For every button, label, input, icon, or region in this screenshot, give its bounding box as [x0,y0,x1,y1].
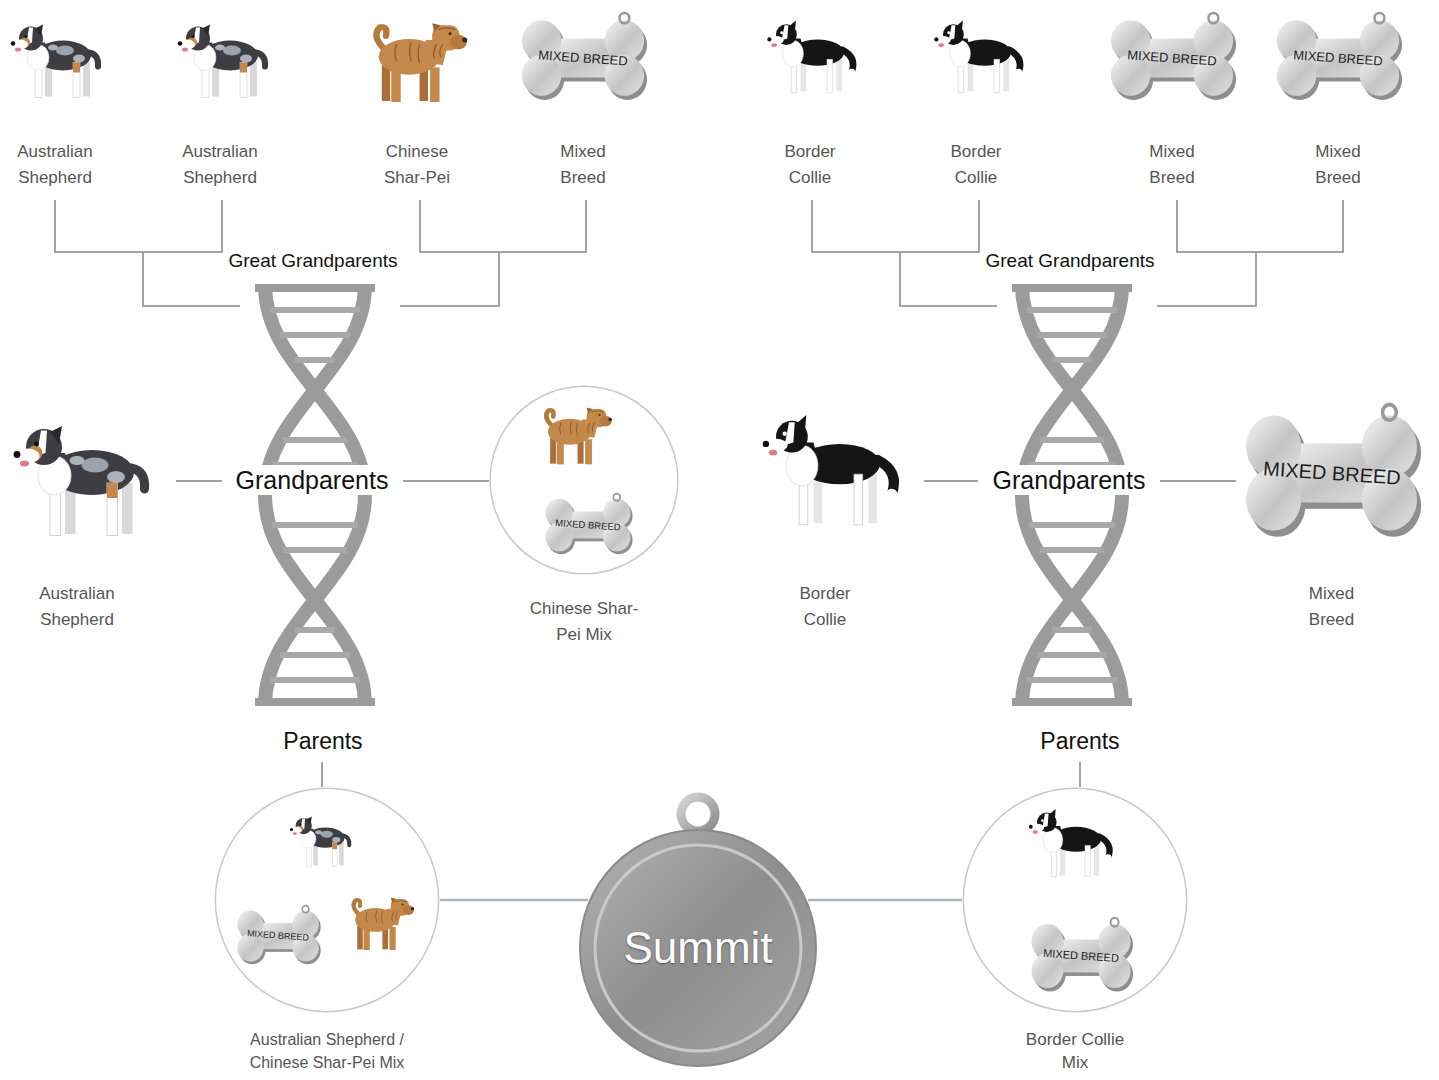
breed-label: Australian Shepherd [27,581,127,633]
tag-name: Summit [623,926,772,970]
generation-label: Parents [277,728,368,756]
bone-tag: MIXED BREEDMixed Breed [1235,403,1428,543]
dna-helix [255,285,375,705]
generation-label: Grandparents [230,465,395,495]
breed-label: Mixed Breed [1287,581,1377,633]
generation-label: Parents [1034,728,1125,756]
generation-label: Great Grandparents [223,250,404,273]
dog-pictures [11,21,1112,951]
connector-line [440,899,588,902]
bone-tag: MIXED BREED [1025,917,1137,995]
tree-lines [55,200,1343,787]
breed-label: Border Collie [785,581,865,633]
breed-label: Border Collie Mix [1025,1028,1125,1074]
breed-label: Border Collie [936,139,1016,191]
breed-label: Chinese Shar-Pei Mix [528,596,640,648]
group-circle: Border Collie MixMIXED BREED [962,787,1188,1013]
generation-label: Grandparents [987,465,1152,495]
circle-outline [214,787,440,1013]
dna-helix [1012,285,1132,705]
breed-label: Australian Shepherd [170,139,270,191]
group-circle: Chinese Shar-Pei MixMIXED BREED [489,385,679,575]
circle-outline [489,385,679,575]
breed-label: Mixed Breed [1127,139,1217,191]
breed-label: Border Collie [770,139,850,191]
bone-tag: MIXED BREED [232,905,324,967]
bone-tag: MIXED BREEDMixed Breed [1103,12,1241,104]
breed-label: Australian Shepherd / Chinese Shar-Pei M… [227,1028,427,1074]
bone-tag: MIXED BREED [540,493,636,557]
name-tag: Summit [578,828,818,1068]
breed-label: Chinese Shar-Pei [372,139,462,191]
bone-tag: MIXED BREEDMixed Breed [1269,12,1407,104]
connector-line [808,899,962,902]
breed-label: Australian Shepherd [5,139,105,191]
breed-label: Mixed Breed [538,139,628,191]
breed-label: Mixed Breed [1293,139,1383,191]
generation-label: Great Grandparents [980,250,1161,273]
circle-outline [962,787,1188,1013]
bone-tag: MIXED BREEDMixed Breed [514,12,652,104]
group-circle: Australian Shepherd / Chinese Shar-Pei M… [214,787,440,1013]
